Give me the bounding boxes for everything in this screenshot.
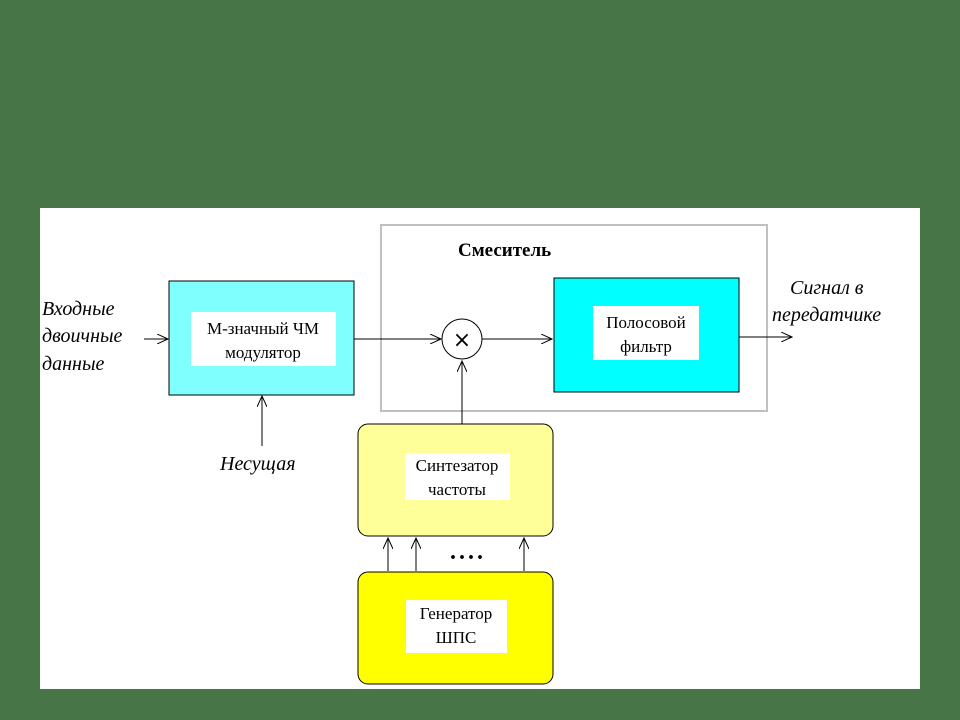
svg-text:Синтезатор: Синтезатор <box>416 456 499 475</box>
generator-to-synthesizer-arrows <box>388 538 524 571</box>
modulator-block: М-значный ЧМ модулятор <box>168 280 355 396</box>
svg-text:Входные: Входные <box>42 298 115 320</box>
diagram-panel: Смеситель Входные двоичные данные М-знач… <box>40 208 920 689</box>
svg-text:×: × <box>453 328 471 353</box>
carrier-label: Несущая <box>219 453 296 475</box>
svg-text:Генератор: Генератор <box>420 604 493 623</box>
svg-text:передатчике: передатчике <box>772 304 881 326</box>
mixer-multiplier: × <box>441 318 483 360</box>
block-diagram: Смеситель Входные двоичные данные М-знач… <box>42 224 881 685</box>
svg-text:данные: данные <box>42 353 105 375</box>
ellipsis: .... <box>450 539 486 565</box>
generator-block: Генератор ШПС <box>357 571 554 685</box>
svg-text:модулятор: модулятор <box>225 343 301 362</box>
bandpass-filter-block: Полосовой фильтр <box>553 277 740 393</box>
mixer-title: Смеситель <box>458 240 551 261</box>
svg-text:Сигнал в: Сигнал в <box>790 277 864 299</box>
svg-text:Полосовой: Полосовой <box>606 313 686 332</box>
output-label: Сигнал в передатчике <box>772 277 881 326</box>
svg-text:М-значный ЧМ: М-значный ЧМ <box>207 319 319 338</box>
svg-text:фильтр: фильтр <box>620 337 672 356</box>
svg-text:частоты: частоты <box>428 480 487 499</box>
svg-text:ШПС: ШПС <box>436 628 477 647</box>
frequency-synthesizer-block: Синтезатор частоты <box>357 423 554 537</box>
input-label: Входные двоичные данные <box>42 298 123 375</box>
mixer-frame <box>380 224 768 412</box>
svg-text:двоичные: двоичные <box>42 325 123 347</box>
